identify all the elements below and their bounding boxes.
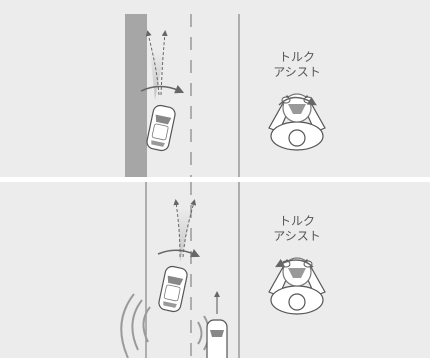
torque-assist-label: トルク アシスト — [242, 214, 352, 244]
bottom-scene-panel: トルク アシスト — [0, 182, 430, 358]
label-line2: アシスト — [242, 229, 352, 244]
driver-hands-icon — [269, 258, 325, 314]
car-icon — [146, 104, 177, 152]
car-icon — [158, 265, 189, 313]
trajectory-trail — [178, 207, 192, 262]
top-scene-panel: トルク アシスト — [0, 0, 430, 177]
label-line2: アシスト — [242, 65, 352, 80]
approaching-car-icon — [207, 320, 227, 358]
bottom-scene-diagram — [0, 182, 430, 358]
label-line1: トルク — [242, 214, 352, 229]
top-scene-diagram — [0, 0, 430, 177]
torque-assist-label: トルク アシスト — [242, 50, 352, 80]
label-line1: トルク — [242, 50, 352, 65]
road-edge-band — [125, 14, 147, 177]
driver-hands-icon — [269, 94, 325, 150]
